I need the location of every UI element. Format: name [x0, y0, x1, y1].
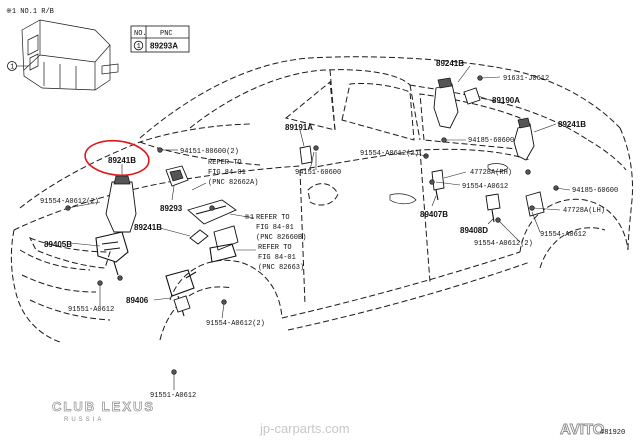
label-89405B: 89405B [44, 240, 72, 249]
rear-sensor-89408D [485, 193, 501, 223]
label-47728-RH: 47728A(RH) [470, 169, 512, 177]
side-sensor-89191A [299, 145, 313, 165]
label-89408D: 89408D [460, 226, 488, 235]
label-89241B-top: 89241B [436, 59, 464, 68]
label-89241B-lower: 89241B [134, 223, 162, 232]
rear-pillar-sensor [525, 191, 545, 217]
legend-table: NO. PNC 1 89293A [130, 25, 190, 53]
label-91631: 91631-J0612 [503, 75, 549, 83]
highlight-circle [84, 139, 150, 177]
legend-header-no: NO. [134, 30, 147, 38]
label-91554-bottom: 91554-A0612(2) [206, 320, 265, 328]
label-89293: 89293 [160, 204, 183, 213]
label-89190A: 89190A [492, 96, 520, 105]
label-94185-top: 94185-60600 [468, 137, 514, 145]
label-89406: 89406 [126, 296, 149, 305]
sensor-89293 [165, 165, 189, 187]
label-47728-LH: 47728A(LH) [563, 207, 605, 215]
legend-row-no: 1 [137, 43, 141, 51]
front-impact-sensor-89406 [165, 269, 197, 317]
ref2-line-b: FIG 84-01 [256, 224, 294, 232]
label-94151-80600: 94151-80600(2) [180, 148, 239, 156]
avito-watermark: AVITO [560, 421, 605, 438]
legend-row-pnc: 89293A [150, 42, 178, 51]
label-91551-left: 91551-A0612 [68, 306, 114, 314]
label-91554-right1: 91554-A0612 [540, 231, 586, 239]
label-89241B-left: 89241B [108, 156, 136, 165]
label-94185-right: 94185-60600 [572, 187, 618, 195]
label-94151-60600: 94151-60600 [295, 169, 341, 177]
ref3-line-a: REFER TO [258, 244, 292, 252]
relay-block-inset: 1 [7, 19, 119, 91]
legend-header-pnc: PNC [160, 30, 173, 38]
ref2-line-a: REFER TO [256, 214, 290, 222]
site-watermark: jp-carparts.com [259, 421, 350, 436]
label-89407B: 89407B [420, 210, 448, 219]
label-91554-left: 91554-A0612(2) [40, 198, 99, 206]
label-89241B-right: 89241B [558, 120, 586, 129]
label-89191A: 89191A [285, 123, 313, 132]
club-lexus-subtitle: RUSSIA [64, 417, 104, 423]
part-labels: 89241B 91631-J0612 89190A 89241B 94185-6… [40, 59, 618, 400]
ref3-line-c: (PNC 82663) [258, 264, 304, 272]
front-airbag-sensor-assembly [95, 175, 137, 276]
label-91554-right2: 91554-A0612(2) [474, 240, 533, 248]
svg-text:1: 1 [10, 64, 14, 72]
ref1-line-a: REFER TO [208, 159, 242, 167]
ref2-note: ※1 [244, 214, 254, 222]
ref3-line-b: FIG 84-01 [258, 254, 296, 262]
label-91551-bottom: 91551-A0612 [150, 392, 196, 400]
seatbelt-sensor-89407B [431, 169, 445, 201]
ref1-line-c: (PNC 82662A) [208, 179, 258, 187]
fasteners [65, 75, 559, 375]
club-lexus-watermark: CLUB LEXUS [52, 399, 155, 414]
label-91554-mid: 91554-A0612(2) [360, 150, 419, 158]
curtain-sensor-89241B-top [433, 77, 481, 129]
ref2-line-c: (PNC 82660B) [256, 234, 306, 242]
curtain-sensor-89241B-right [513, 117, 535, 161]
label-91554-mid2: 91554-A0612 [462, 183, 508, 191]
relay-block-note: ※1 NO.1 R/B [6, 8, 54, 16]
leader-lines [67, 65, 571, 390]
figure-number: 481920 [600, 429, 625, 437]
watermarks: CLUB LEXUS RUSSIA jp-carparts.com AVITO … [52, 399, 626, 439]
ref1-line-b: FIG 84-01 [208, 169, 246, 177]
